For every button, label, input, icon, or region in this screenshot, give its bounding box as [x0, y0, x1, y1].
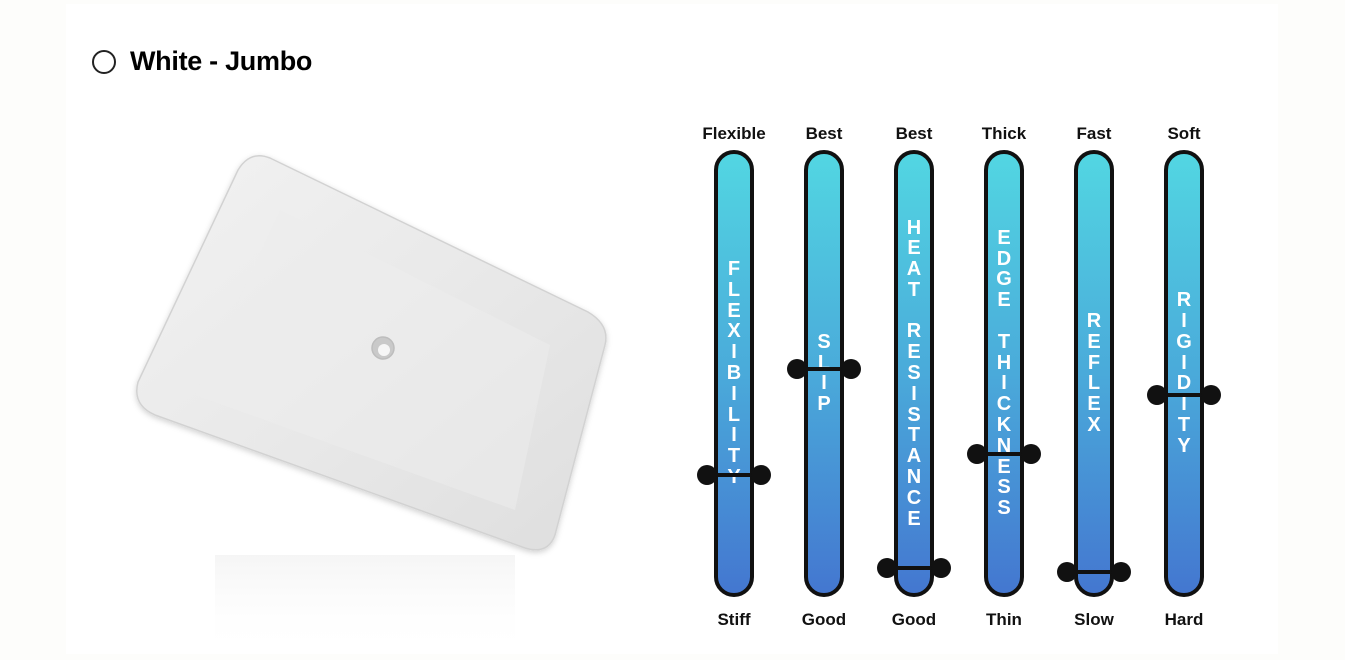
scale-top-label: Fast	[1076, 124, 1112, 143]
scale-top-label: Best	[895, 124, 933, 143]
scale-bottom-label: Good	[891, 610, 937, 629]
scale-top-label: Flexible	[702, 124, 766, 143]
scale-marker	[869, 558, 959, 579]
scale-bar	[894, 150, 934, 597]
scale-bottom-label: Good	[801, 610, 847, 629]
scale-bottom-label: Stiff	[717, 610, 751, 629]
scale-bar	[984, 150, 1024, 597]
product-title: White - Jumbo	[130, 46, 313, 76]
scale-marker	[1139, 384, 1229, 405]
scale-bottom-label: Hard	[1164, 610, 1204, 629]
scale-top-label: Thick	[981, 124, 1027, 143]
product-image	[136, 155, 607, 655]
scale-top-label: Best	[805, 124, 843, 143]
scale-marker	[779, 359, 869, 380]
scale-marker	[1049, 562, 1139, 583]
scale-bar	[1164, 150, 1204, 597]
scale-marker	[959, 443, 1049, 464]
scale-marker	[689, 465, 779, 486]
product-option[interactable]: White - Jumbo	[92, 46, 312, 77]
radio-button[interactable]	[92, 49, 116, 74]
scale-bar	[714, 150, 754, 597]
scale-bottom-label: Thin	[986, 610, 1022, 629]
scale-bottom-label: Slow	[1074, 610, 1114, 629]
scale-top-label: Soft	[1167, 124, 1201, 143]
scale-bar	[1074, 150, 1114, 597]
